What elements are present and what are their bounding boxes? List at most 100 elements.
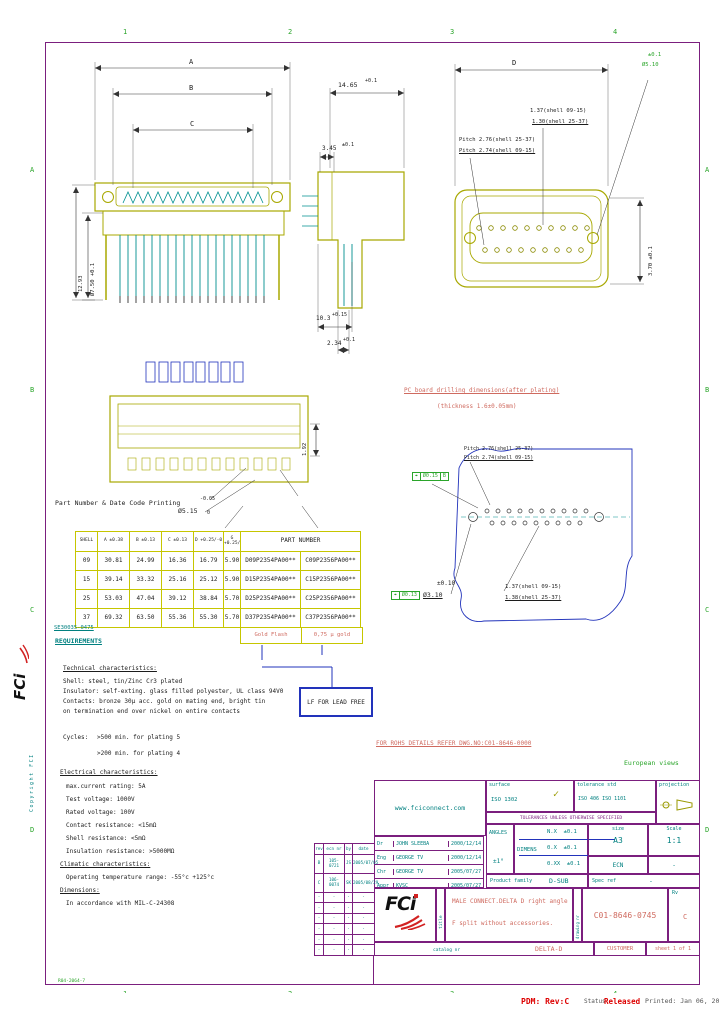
tolerance-std-label: tolerance std [577, 782, 617, 788]
pcb-pitch-2: Pitch 2.74(shell 09-15) [464, 455, 534, 461]
pcb-hole-tol: ±0.10 [437, 580, 456, 587]
description-cell: MALE CONNECT.DELTA D right angle F split… [445, 888, 573, 942]
note-line: >200 min. for plating 4 [97, 750, 181, 757]
dimens-row: N.X ±0.1 [519, 826, 615, 840]
dim-label-d: D [512, 59, 517, 67]
revision-row: ---- [314, 933, 375, 946]
position-tolerance-icon: ⌖ [392, 592, 400, 599]
website-cell: www.fciconnect.com [374, 780, 486, 836]
lead-free-box: LF FOR LEAD FREE [299, 687, 373, 717]
scale-cell: Scale 1:1 [648, 824, 700, 856]
product-family-value: D-SUB [549, 877, 569, 885]
note-line: Rated voltage: 100V [66, 809, 135, 816]
dimensions-table: SHELL A ±0.38 B ±0.13 C ±0.13 D +0.25/-0… [75, 531, 361, 628]
title-strip-label: title [439, 915, 444, 929]
pcb-subtitle: (thickness 1.6±0.05mm) [437, 403, 517, 410]
pcb-title: PC board drilling dimensions(after plati… [404, 387, 560, 394]
surface-label: surface [489, 782, 511, 788]
catalog-value: DELTA-D [535, 945, 563, 953]
note-line: Operating temperature range: -55°c +125°… [66, 874, 215, 881]
zone-label: C [705, 606, 710, 614]
size-value: A3 [613, 836, 623, 845]
pitch-note-2: Pitch 2.74(shell 09-15) [459, 148, 536, 154]
dim-step-tol: ±0.1 [342, 142, 355, 148]
projection-icon [660, 799, 693, 811]
shell-note-2: 1.30(shell 25-37) [532, 119, 589, 125]
sheet-label: sheet 1 of 1 [654, 946, 692, 952]
dim-label-a: A [189, 58, 194, 66]
dim-rot-hole: Ø7.50 +0.1 [90, 262, 96, 296]
hole-tol: ±0.1 [648, 52, 662, 58]
scale-label: Scale [666, 826, 682, 832]
tolerance-note-cell: TOLERANCES UNLESS OTHERWISE SPECIFIED [486, 812, 656, 824]
zone-label: B [705, 386, 710, 394]
size-label: size [611, 826, 625, 832]
tolerance-std-value: ISO 406 ISO 1101 [578, 796, 627, 802]
logo-cell: FCi [374, 888, 436, 942]
drawing-number-cell: C01-8646-0745 [582, 888, 668, 942]
rohs-note: FOR ROHS DETAILS REFER DWG.NO:C01-8646-0… [376, 740, 532, 747]
dim-foot1-tol: +0.15 [332, 312, 348, 318]
dimens-row: 0.X ±0.1 [519, 842, 615, 856]
note-line: Shell: steel, tin/Zinc Cr3 plated [63, 678, 183, 685]
dimensions-heading: Dimensions: [60, 887, 100, 894]
pitch-note-1: Pitch 2.76(shell 25-37) [459, 137, 536, 143]
surface-cell: surface ISO 1302 ✓ [486, 780, 574, 812]
spec-ref-cell: Spec ref - [588, 874, 700, 888]
col-header: D +0.25/-0 [193, 531, 224, 552]
pn-print-tol-lower: 0 [207, 510, 211, 516]
fci-logo: FCi [385, 893, 426, 930]
col-header: B ±0.13 [129, 531, 162, 552]
gold-flash-label: Gold Flash [240, 627, 302, 644]
dim-depth-tol: +0.1 [365, 78, 378, 84]
spec-ref-value: - [649, 877, 653, 885]
cycles-label: Cycles: [63, 734, 89, 741]
col-header: SHELL [75, 531, 98, 552]
climatic-heading: Climatic characteristics: [60, 861, 151, 868]
note-line: Contact resistance: <15mΩ [66, 822, 157, 829]
tolerance-note: TOLERANCES UNLESS OTHERWISE SPECIFIED [519, 815, 623, 821]
zone-label: 3 [450, 28, 455, 36]
revision-row: ---- [314, 923, 375, 935]
drawing-nr-strip-label: drawing nr [575, 914, 580, 939]
sheet-frame [45, 42, 700, 985]
revision-row: ---- [314, 902, 375, 914]
description-line2: F split without accessories. [452, 920, 554, 927]
status-bar: PDM: Rev:C Status: Released Printed: Jan… [0, 993, 720, 1012]
pcb-note-1: 1.37(shell 09-15) [505, 584, 562, 590]
ecn-value-cell: - [648, 856, 700, 874]
electrical-heading: Electrical characteristics: [60, 769, 158, 776]
copyright-text: Copyright FCI [29, 753, 35, 812]
dimens-label: DIMENS [517, 847, 537, 853]
note-line: on termination end over nickel on entire… [63, 708, 241, 715]
catalog-cell: catalog nr DELTA-D [374, 942, 594, 956]
rev-cell: Rv C [668, 888, 700, 942]
pn-print-label: Part Number & Date Code Printing [55, 499, 181, 507]
status-label: Status: [584, 998, 610, 1005]
customer-cell: CUSTOMER [594, 942, 646, 956]
status-value: Released [604, 997, 641, 1006]
col-header: A ±0.38 [97, 531, 130, 552]
drawing-number: C01-8646-0745 [593, 910, 657, 920]
fci-logo-side: FCi [10, 642, 30, 700]
scale-value: 1:1 [666, 836, 682, 845]
description-line1: MALE CONNECT.DELTA D right angle [452, 898, 568, 905]
col-header: G +0.25/-0 [223, 531, 241, 552]
note-line: Insulator: self-exting. glass filled pol… [63, 688, 284, 695]
spec-ref-label: Spec ref [592, 878, 617, 884]
zone-label: 1 [123, 28, 128, 36]
position-tolerance-icon: ⌖ [413, 473, 421, 480]
dim-foot1: 10.3 [316, 315, 331, 322]
col-header: C ±0.13 [161, 531, 194, 552]
note-line: Insulation resistance: >5000MΩ [66, 848, 175, 855]
pcb-pitch-1: Pitch 2.76(shell 25-37) [464, 446, 534, 452]
